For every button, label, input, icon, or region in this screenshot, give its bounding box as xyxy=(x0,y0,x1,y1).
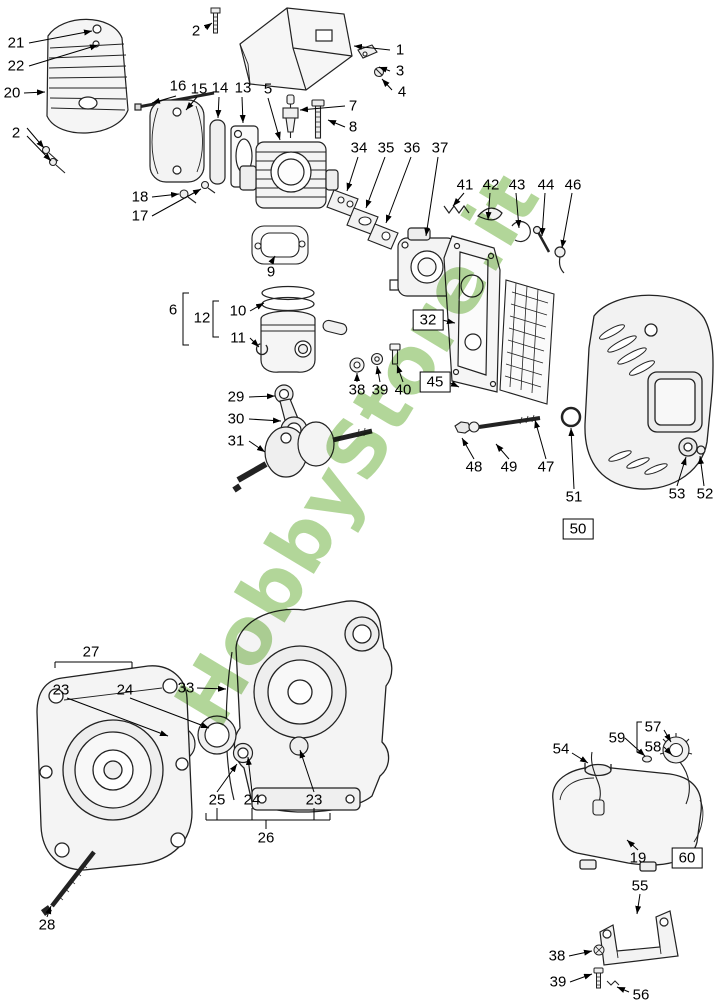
part-number-17: 17 xyxy=(131,207,149,225)
part-number-10: 10 xyxy=(229,302,247,320)
part-number-34: 34 xyxy=(350,139,368,157)
airbox-backplate-part xyxy=(443,235,501,393)
part-number-50: 50 xyxy=(562,518,594,540)
air-filter-part xyxy=(499,279,555,405)
part-number-11: 11 xyxy=(230,329,246,347)
cover-screws-part xyxy=(41,145,66,174)
part-number-15: 15 xyxy=(190,80,208,98)
carburetor-part xyxy=(389,227,457,297)
part-number-43: 43 xyxy=(508,176,526,194)
part-number-47: 47 xyxy=(537,458,555,476)
part-number-7: 7 xyxy=(348,97,358,115)
crankshaft-part xyxy=(232,421,373,493)
part-number-30: 30 xyxy=(227,410,245,428)
crankcase-right-part xyxy=(233,600,393,813)
part-number-35: 35 xyxy=(377,139,395,157)
part-number-40: 40 xyxy=(394,381,412,399)
part-number-27: 27 xyxy=(82,643,100,661)
bracket-screw-parts xyxy=(593,944,620,989)
engine-top-cover-part xyxy=(239,7,353,91)
leader-lines xyxy=(23,22,705,993)
part-number-1: 1 xyxy=(395,41,405,59)
part-number-5: 5 xyxy=(263,80,273,98)
part-number-3: 3 xyxy=(395,62,405,80)
part-number-59: 59 xyxy=(608,729,626,747)
part-number-16: 16 xyxy=(169,77,187,95)
part-number-2: 2 xyxy=(191,22,201,40)
part-number-9: 9 xyxy=(266,263,276,281)
part-number-46: 46 xyxy=(564,176,582,194)
part-number-45: 45 xyxy=(419,371,451,393)
part-number-31: 31 xyxy=(227,432,245,450)
part-number-37: 37 xyxy=(431,139,449,157)
part-number-36: 36 xyxy=(403,139,421,157)
part-number-38: 38 xyxy=(548,947,566,965)
part-number-48: 48 xyxy=(465,458,483,476)
fuel-tank-part xyxy=(552,763,704,872)
part-number-6: 6 xyxy=(168,301,178,319)
part-number-18: 18 xyxy=(131,188,149,206)
part-number-24: 24 xyxy=(243,791,261,809)
cylinder-bolt-part xyxy=(311,99,325,139)
part-number-56: 56 xyxy=(632,986,650,1000)
part-number-20: 20 xyxy=(3,84,21,102)
part-number-26: 26 xyxy=(257,829,275,847)
grouping-brackets xyxy=(54,292,642,829)
part-number-8: 8 xyxy=(348,118,358,136)
part-number-39: 39 xyxy=(371,381,389,399)
part-number-57: 57 xyxy=(644,718,662,736)
spark-plug-part xyxy=(282,94,299,138)
part-number-33: 33 xyxy=(177,679,195,697)
part-number-55: 55 xyxy=(631,877,649,895)
air-filter-cover-part xyxy=(584,294,714,490)
part-number-23: 23 xyxy=(305,791,323,809)
part-number-14: 14 xyxy=(211,79,229,97)
fuel-pickup-part xyxy=(590,751,605,816)
part-number-19: 19 xyxy=(629,849,647,867)
part-number-44: 44 xyxy=(537,176,555,194)
circlip-part xyxy=(255,342,269,356)
cover-bolt-part xyxy=(454,414,541,434)
part-number-54: 54 xyxy=(552,740,570,758)
o-ring-part xyxy=(560,406,582,428)
manifold-gaskets-part xyxy=(326,189,399,250)
part-number-22: 22 xyxy=(7,57,25,75)
part-number-23: 23 xyxy=(52,681,70,699)
part-number-52: 52 xyxy=(696,485,714,503)
base-gasket-part xyxy=(251,225,309,265)
starter-cover-part xyxy=(46,18,129,134)
cylinder-part xyxy=(239,141,339,209)
part-number-21: 21 xyxy=(7,34,25,52)
part-number-60: 60 xyxy=(671,847,703,869)
part-number-12: 12 xyxy=(193,309,211,327)
crankcase-left-part xyxy=(36,665,193,871)
wrist-pin-part xyxy=(322,319,348,336)
mount-bracket-part xyxy=(599,910,679,966)
part-number-39: 39 xyxy=(549,973,567,991)
part-number-49: 49 xyxy=(500,458,518,476)
part-number-41: 41 xyxy=(456,176,474,194)
piston-part xyxy=(260,310,316,373)
part-number-38: 38 xyxy=(348,381,366,399)
top-bolt-part xyxy=(210,7,221,34)
part-number-29: 29 xyxy=(227,388,245,406)
part-number-24: 24 xyxy=(116,681,134,699)
part-number-25: 25 xyxy=(208,791,226,809)
part-number-42: 42 xyxy=(482,176,500,194)
fuel-cap-part xyxy=(641,733,693,805)
part-number-13: 13 xyxy=(234,79,252,97)
part-number-53: 53 xyxy=(668,485,686,503)
part-number-32: 32 xyxy=(412,309,444,331)
part-number-2: 2 xyxy=(11,124,21,142)
washer-nut-parts xyxy=(349,343,401,373)
part-number-58: 58 xyxy=(644,738,662,756)
part-number-51: 51 xyxy=(565,488,583,506)
part-number-4: 4 xyxy=(397,83,407,101)
part-number-28: 28 xyxy=(38,916,56,934)
